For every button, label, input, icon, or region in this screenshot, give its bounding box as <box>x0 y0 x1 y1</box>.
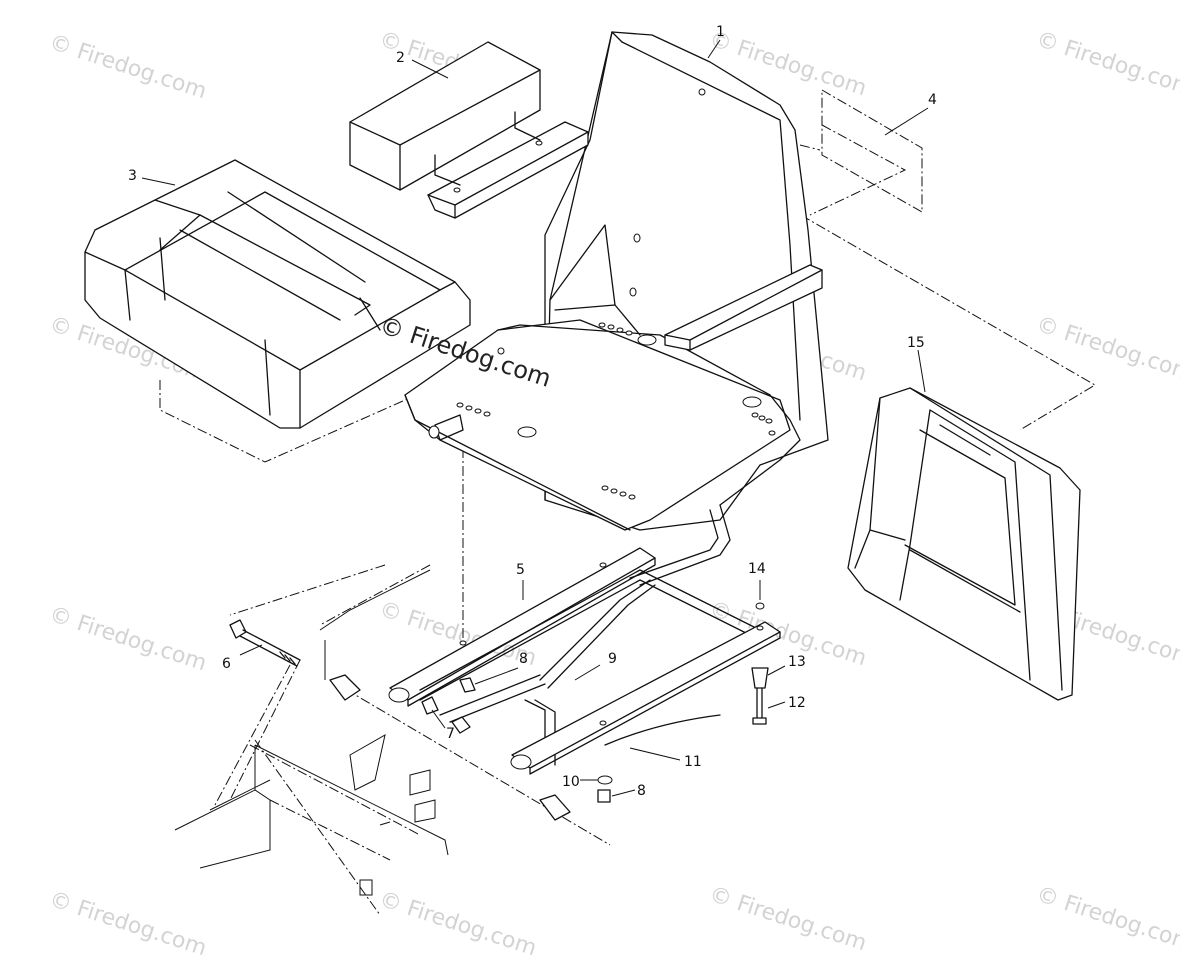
callout-11: 11 <box>684 754 702 770</box>
part-1-seat-frame <box>404 31 829 586</box>
callout-7: 7 <box>446 726 455 742</box>
callouts: 1 2 3 4 5 6 7 8 8 9 10 11 12 13 14 15 <box>128 24 937 799</box>
callout-1: 1 <box>716 24 725 40</box>
watermark: © Firedog.com <box>706 882 869 956</box>
part-8-nut <box>459 677 476 693</box>
part-12-screw <box>756 687 763 723</box>
part-5-seat-rail <box>388 547 656 707</box>
watermark: © Firedog.com <box>46 602 209 676</box>
part-8-nut-lower <box>597 789 611 803</box>
watermark: © Firedog.com <box>1033 312 1180 386</box>
part-14-washer <box>755 602 765 610</box>
part-2-armrest-pad <box>349 41 543 193</box>
watermark: © Firedog.com <box>376 887 539 961</box>
callout-9: 9 <box>608 651 617 667</box>
callout-12: 12 <box>788 695 806 711</box>
part-4-decal <box>809 89 923 216</box>
leader-lines <box>141 39 929 797</box>
part-6-bolt <box>229 619 301 667</box>
callout-3: 3 <box>128 168 137 184</box>
part-13-bumper <box>751 667 769 689</box>
watermark: © Firedog.com <box>1033 27 1180 101</box>
callout-13: 13 <box>788 654 806 670</box>
callout-5: 5 <box>516 562 525 578</box>
rear-rail <box>510 621 781 775</box>
callout-8-upper: 8 <box>519 651 528 667</box>
part-9-base-frame <box>419 569 761 766</box>
part-11-cable <box>604 714 721 746</box>
part-3-seat-cushion <box>84 159 471 429</box>
machine-body <box>174 569 449 896</box>
callout-6: 6 <box>222 656 231 672</box>
callout-10: 10 <box>562 774 580 790</box>
watermark: © Firedog.com <box>46 887 209 961</box>
watermark: © Firedog.com <box>1033 882 1180 956</box>
watermark: © Firedog.com <box>46 30 209 104</box>
callout-14: 14 <box>748 561 766 577</box>
part-15-back-cushion <box>847 387 1081 701</box>
callout-4: 4 <box>928 92 937 108</box>
callout-15: 15 <box>907 335 925 351</box>
callout-8-lower: 8 <box>637 783 646 799</box>
callout-2: 2 <box>396 50 405 66</box>
part-7-nut <box>421 696 439 715</box>
part-10-washer <box>597 775 613 785</box>
hardware <box>329 602 769 821</box>
